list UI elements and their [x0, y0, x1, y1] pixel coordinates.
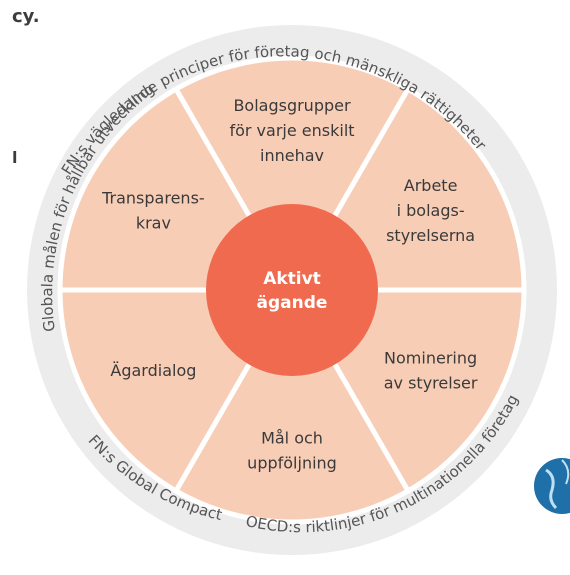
- center-circle: [206, 204, 378, 376]
- segment-3: [172, 285, 412, 525]
- segment-label-5: Transparens-krav: [101, 189, 205, 233]
- clipped-text-fragment: l: [12, 148, 18, 167]
- segment-0: [172, 55, 412, 295]
- globe-icon: [534, 458, 570, 514]
- segment-label-4: Ägardialog: [110, 361, 196, 380]
- clipped-heading-fragment: cy.: [12, 6, 40, 27]
